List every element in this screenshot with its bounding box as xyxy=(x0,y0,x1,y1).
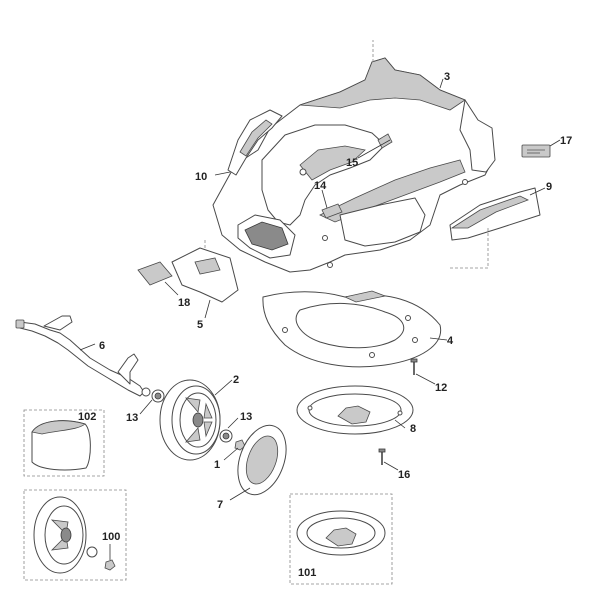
bearing-part-13-left[interactable] xyxy=(151,389,165,403)
callout-18: 18 xyxy=(178,297,190,309)
callout-16: 16 xyxy=(398,469,410,481)
callout-numbers: 3 15 14 17 9 10 18 5 4 12 6 2 13 13 1 7 … xyxy=(78,71,572,579)
callout-15: 15 xyxy=(346,157,358,169)
screw-part-12[interactable] xyxy=(410,358,418,375)
bearing-part-13-right[interactable] xyxy=(219,429,233,443)
callout-8: 8 xyxy=(410,423,416,435)
callout-6: 6 xyxy=(99,340,105,352)
blade-plate-part-8[interactable] xyxy=(296,385,414,435)
callout-4: 4 xyxy=(447,335,454,347)
label-part-17[interactable] xyxy=(521,144,551,158)
callout-10: 10 xyxy=(195,171,207,183)
callout-9: 9 xyxy=(546,181,552,193)
rear-flap-part-9[interactable] xyxy=(449,187,541,269)
callout-5: 5 xyxy=(197,319,203,331)
alternative-plate-box-101[interactable] xyxy=(289,493,393,585)
callout-100: 100 xyxy=(102,531,120,543)
callout-13-right: 13 xyxy=(240,411,252,423)
callout-leader-lines xyxy=(79,78,561,560)
part-18-label-plate[interactable] xyxy=(137,261,173,286)
wheel-part-2[interactable] xyxy=(159,379,221,461)
callout-102: 102 xyxy=(78,411,96,423)
callout-12: 12 xyxy=(435,382,447,394)
callout-14: 14 xyxy=(314,180,327,192)
callout-13-left: 13 xyxy=(126,412,138,424)
nut-part-1[interactable] xyxy=(234,439,246,451)
deck-baffle-part-4[interactable] xyxy=(262,290,442,368)
axle-rod-part-6[interactable] xyxy=(15,315,151,397)
deck-housing-part-3[interactable] xyxy=(212,40,496,273)
callout-2: 2 xyxy=(233,374,239,386)
wheel-cap-box-102[interactable] xyxy=(23,409,105,477)
hub-cap-part-7[interactable] xyxy=(229,419,295,502)
callout-101: 101 xyxy=(298,567,316,579)
callout-3: 3 xyxy=(444,71,450,83)
part-5-handle-bracket[interactable] xyxy=(171,240,239,303)
screw-part-16[interactable] xyxy=(378,448,386,465)
callout-7: 7 xyxy=(217,499,223,511)
callout-17: 17 xyxy=(560,135,572,147)
side-cover-part-10[interactable] xyxy=(227,109,283,176)
callout-1: 1 xyxy=(214,459,220,471)
alternative-wheel-box-100[interactable] xyxy=(23,489,127,581)
